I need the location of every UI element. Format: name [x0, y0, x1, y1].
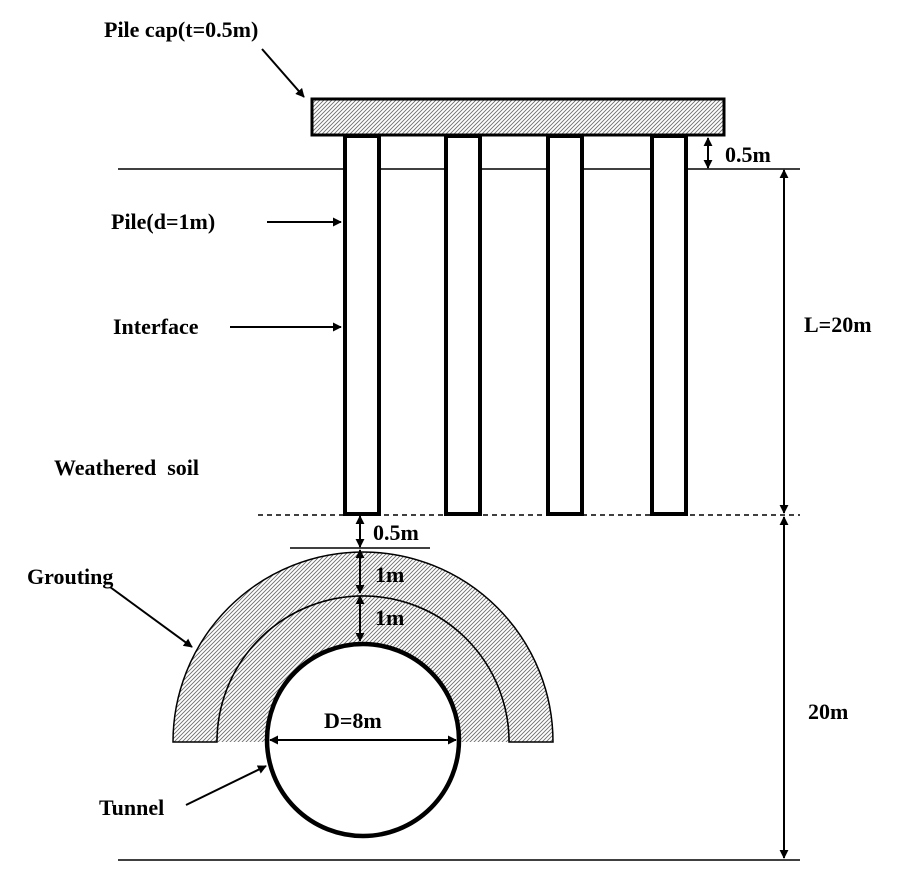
grouting-label: Grouting: [27, 564, 113, 589]
interface-label: Interface: [113, 314, 199, 339]
pile-cap: [310, 97, 726, 137]
pile-4: [650, 134, 688, 516]
cap-gap-label: 0.5m: [725, 142, 771, 167]
tunnel-label: Tunnel: [99, 795, 164, 820]
pile-2: [444, 134, 482, 516]
pile-3: [546, 134, 584, 516]
pile-1: [343, 134, 381, 516]
pile-cap-leader-arrow: [261, 48, 305, 98]
tunnel-leader-arrow: [185, 765, 267, 806]
tunnel-diameter-label: D=8m: [324, 708, 382, 733]
pile-length-label: L=20m: [804, 312, 872, 337]
pile-tip-gap-label: 0.5m: [373, 520, 419, 545]
grouting-leader-arrow: [109, 586, 193, 648]
grout-outer-layer-label: 1m: [375, 562, 404, 587]
pile-cap-label: Pile cap(t=0.5m): [104, 17, 258, 42]
weathered-soil-label: Weathered soil: [54, 455, 199, 480]
pile-label: Pile(d=1m): [111, 209, 215, 234]
lower-depth-label: 20m: [808, 699, 848, 724]
grout-inner-layer-label: 1m: [375, 605, 404, 630]
piles: [343, 134, 688, 516]
